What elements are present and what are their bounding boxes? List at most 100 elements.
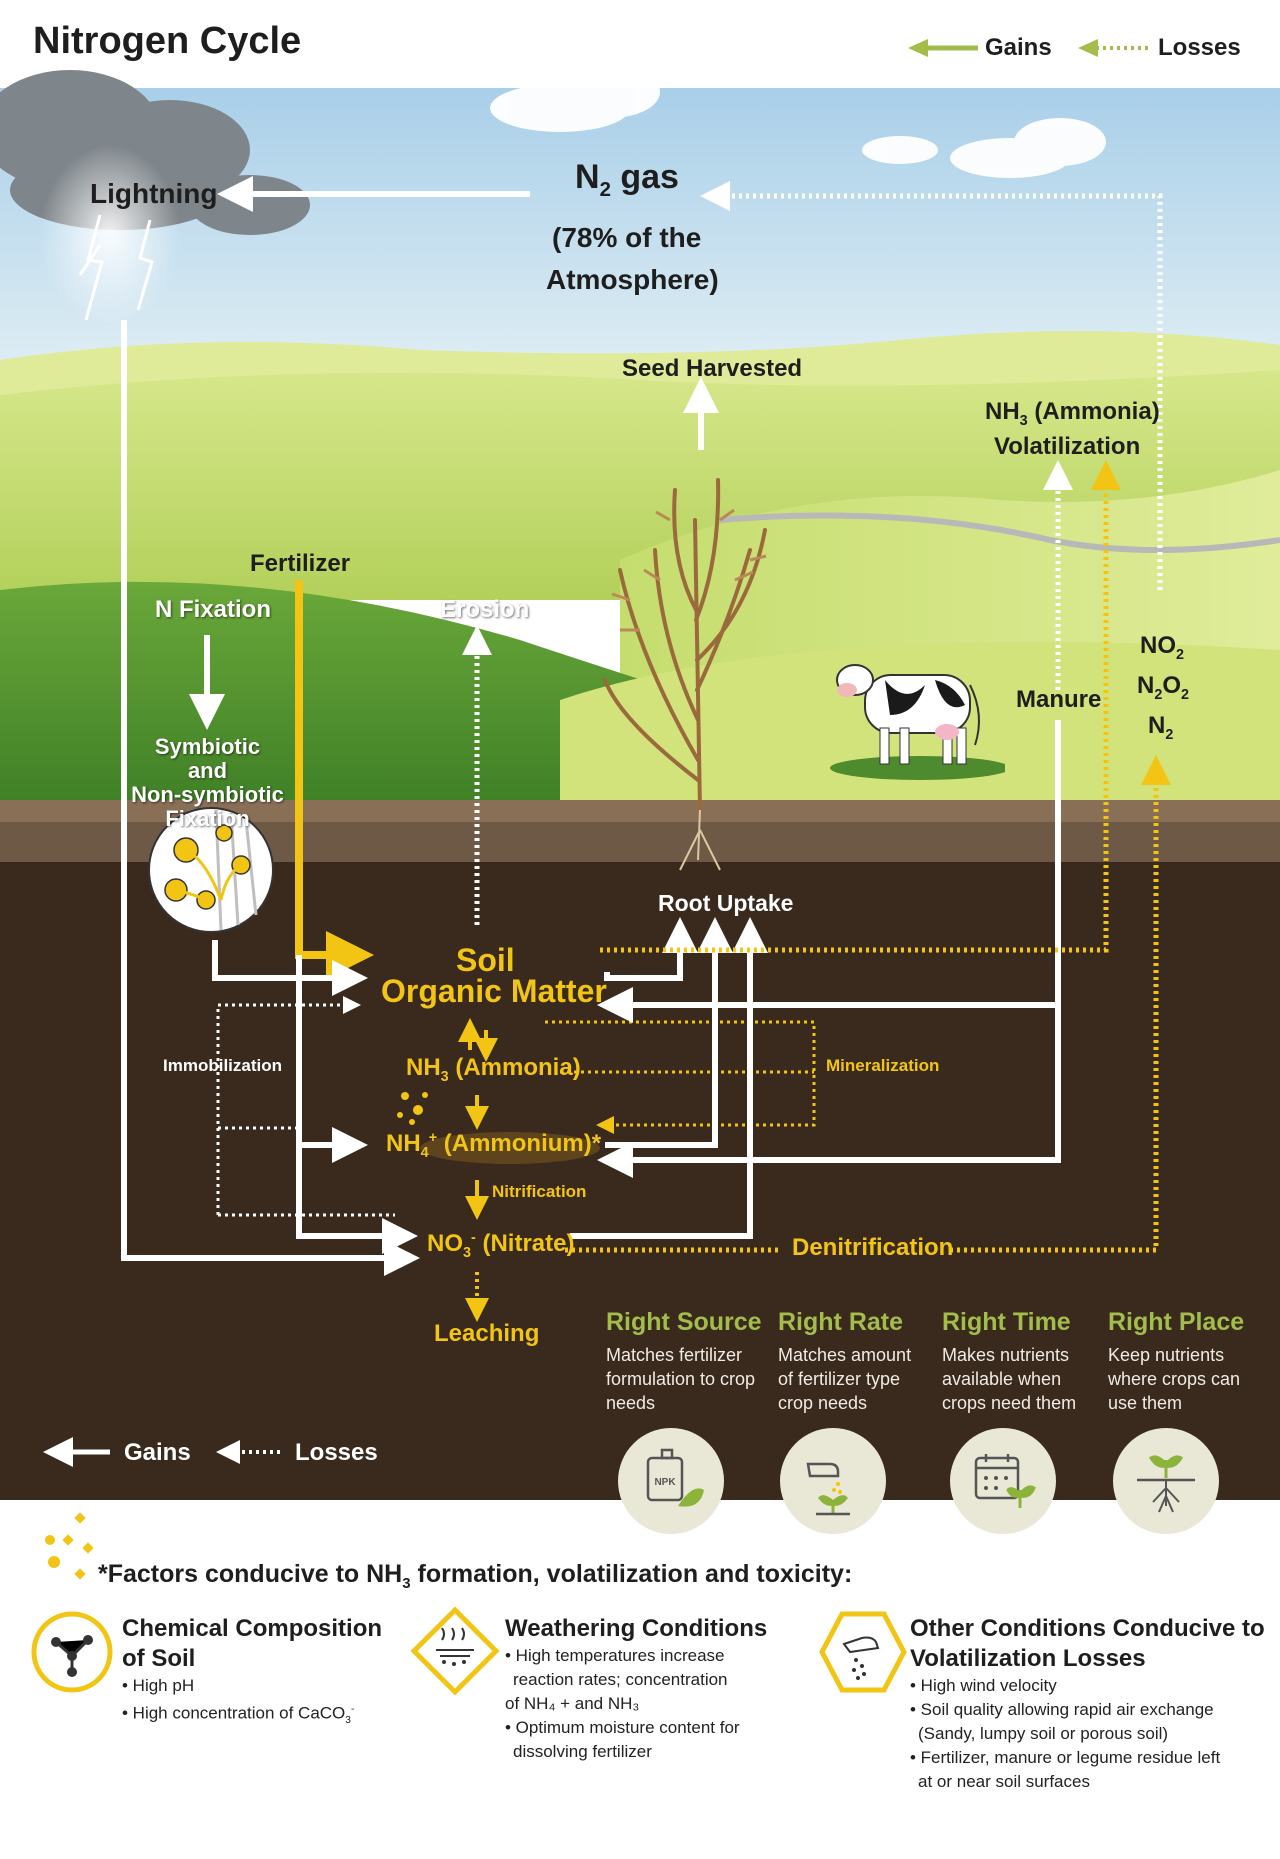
soil-organic-matter-line2: Organic Matter	[381, 973, 607, 1009]
four-r-desc: Makes nutrients available when crops nee…	[942, 1345, 1077, 1413]
n2-gas-sub: 2	[599, 178, 611, 201]
no2-prefix: NO	[1140, 632, 1176, 659]
four-r-title: Right Source	[606, 1308, 762, 1336]
root-nodule-circle	[148, 807, 274, 933]
factor-bullet-sub: 3	[345, 1715, 351, 1727]
no3-nitrate-label: NO3- (Nitrate)	[427, 1230, 574, 1261]
sparkle-dots-icon	[45, 1512, 94, 1580]
n2o2-sub1: 2	[1154, 686, 1163, 703]
molecule-icon	[31, 1611, 113, 1693]
n2-gas-label: N2 gas	[575, 158, 679, 202]
factor-bullet: reaction rates; concentration	[513, 1670, 728, 1689]
n2-a: N	[1148, 712, 1166, 739]
factor-bullet-sup: -	[350, 1704, 355, 1715]
factor-title-line1: Other Conditions Conducive to	[910, 1615, 1265, 1642]
factor-other-conditions: Other Conditions Conducive to Volatiliza…	[910, 1614, 1275, 1794]
factor-bullet: • High temperatures increase	[505, 1646, 725, 1665]
page-title: Nitrogen Cycle	[33, 20, 302, 62]
manure-label: Manure	[1016, 686, 1102, 713]
hand-seedling-icon	[780, 1428, 886, 1534]
n2o2-label: N2O2	[1137, 672, 1189, 703]
atmosphere-percent-line1: (78% of the	[552, 222, 702, 253]
denitrification-label: Denitrification	[792, 1234, 954, 1261]
cow-illustration	[830, 664, 1005, 780]
no3-sup: -	[471, 1230, 476, 1246]
nh3-vol-prefix: NH	[985, 398, 1020, 425]
legend-gains-label: Gains	[985, 34, 1052, 61]
nh3-prefix: NH	[406, 1054, 441, 1081]
lightning-label: Lightning	[90, 178, 218, 209]
factor-bullet: • Fertilizer, manure or legume residue l…	[910, 1748, 1221, 1767]
calendar-plant-icon	[950, 1428, 1056, 1534]
losses-legend-arrow	[1078, 39, 1148, 57]
four-r-title: Right Rate	[778, 1308, 903, 1336]
n2-gas-prefix: N	[575, 158, 600, 196]
four-r-desc: Matches amount of fertilizer type crop n…	[778, 1345, 912, 1413]
factor-bullet: • High pH	[122, 1676, 195, 1695]
four-r-title: Right Place	[1108, 1308, 1245, 1336]
no3-suffix: (Nitrate)	[475, 1230, 575, 1257]
n2-sub: 2	[1165, 726, 1174, 743]
factor-bullet: of NH₄ + and NH₃	[505, 1694, 640, 1713]
mineralization-label: Mineralization	[826, 1056, 940, 1075]
factor-bullet: • Soil quality allowing rapid air exchan…	[910, 1700, 1214, 1719]
factor-bullet: • High concentration of CaCO3-	[122, 1698, 422, 1733]
symbiotic-line4: Fixation	[165, 806, 250, 831]
npk-jug-icon: NPK	[618, 1428, 724, 1534]
factor-title: Weathering Conditions	[505, 1615, 768, 1642]
soil-legend-gains-label: Gains	[124, 1439, 191, 1466]
nh4-sub: 4	[420, 1144, 429, 1161]
soil-legend-losses-label: Losses	[295, 1439, 378, 1466]
nh3-ammonia-label: NH3 (Ammonia)	[406, 1054, 581, 1085]
heat-moisture-icon	[410, 1606, 500, 1696]
four-r-right-place: Right Place Keep nutrients where crops c…	[1108, 1308, 1258, 1415]
seed-harvested-label: Seed Harvested	[622, 355, 803, 382]
factor-bullet-prefix: • High concentration of CaCO	[122, 1703, 346, 1723]
factor-chemical-composition: Chemical Composition of Soil • High pH •…	[122, 1614, 422, 1733]
symbiotic-line2: and	[187, 758, 228, 783]
four-r-desc: Keep nutrients where crops can use them	[1108, 1345, 1241, 1413]
factor-title-line1: Chemical Composition	[122, 1615, 383, 1642]
plant-illustration	[603, 478, 767, 871]
erosion-label: Erosion	[440, 596, 530, 623]
symbiotic-fixation-label: Symbiotic and Non-symbiotic Fixation	[130, 735, 285, 831]
n-fixation-label: N Fixation	[155, 596, 272, 623]
nh3-vol-sub: 3	[1019, 412, 1028, 429]
nitrification-label: Nitrification	[492, 1182, 587, 1201]
svg-text:NPK: NPK	[654, 1477, 676, 1488]
n2o2-b: O	[1162, 672, 1182, 699]
factor-title-line2: of Soil	[122, 1645, 196, 1672]
sprout-roots-icon	[1113, 1428, 1219, 1534]
factor-weathering-conditions: Weathering Conditions • High temperature…	[505, 1614, 805, 1764]
symbiotic-line1: Symbiotic	[154, 734, 261, 759]
symbiotic-line3: Non-symbiotic	[131, 782, 284, 807]
nh4-sup: +	[428, 1130, 438, 1146]
immobilization-label: Immobilization	[163, 1056, 282, 1075]
nh4-suffix: (Ammonium)*	[437, 1130, 602, 1157]
nh3-suffix: (Ammonia)	[448, 1054, 581, 1081]
four-r-desc: Matches fertilizer formulation to crop n…	[606, 1345, 756, 1413]
nh4-prefix: NH	[386, 1130, 421, 1157]
factors-heading-prefix: *Factors conducive to NH	[98, 1560, 403, 1588]
atmosphere-percent-line2: Atmosphere)	[546, 264, 719, 295]
four-r-right-source: Right Source Matches fertilizer formulat…	[606, 1308, 766, 1415]
fertilizer-label: Fertilizer	[250, 550, 351, 577]
factor-bullet: dissolving fertilizer	[513, 1742, 652, 1761]
n2-gas-suffix: gas	[610, 158, 679, 196]
four-r-right-rate: Right Rate Matches amount of fertilizer …	[778, 1308, 928, 1415]
nh4-ammonium-label: NH4+ (Ammonium)*	[386, 1130, 601, 1161]
no2-sub: 2	[1176, 646, 1185, 663]
nh3-vol-suffix: (Ammonia)	[1027, 398, 1160, 425]
n2o2-sub2: 2	[1181, 686, 1190, 703]
nh3-sub: 3	[440, 1068, 449, 1085]
factor-title-line2: Volatilization Losses	[910, 1645, 1146, 1672]
factor-bullet: • Optimum moisture content for	[505, 1718, 740, 1737]
factor-bullet: • High wind velocity	[910, 1676, 1057, 1695]
factors-heading: *Factors conducive to NH3 formation, vol…	[98, 1560, 852, 1592]
root-uptake-label: Root Uptake	[658, 890, 794, 916]
hand-sprinkle-icon	[819, 1611, 907, 1693]
volatilization-label: Volatilization	[994, 433, 1141, 460]
cycle-arrows	[43, 176, 1171, 1467]
four-r-right-time: Right Time Makes nutrients available whe…	[942, 1308, 1092, 1415]
legend-losses-label: Losses	[1158, 34, 1241, 61]
